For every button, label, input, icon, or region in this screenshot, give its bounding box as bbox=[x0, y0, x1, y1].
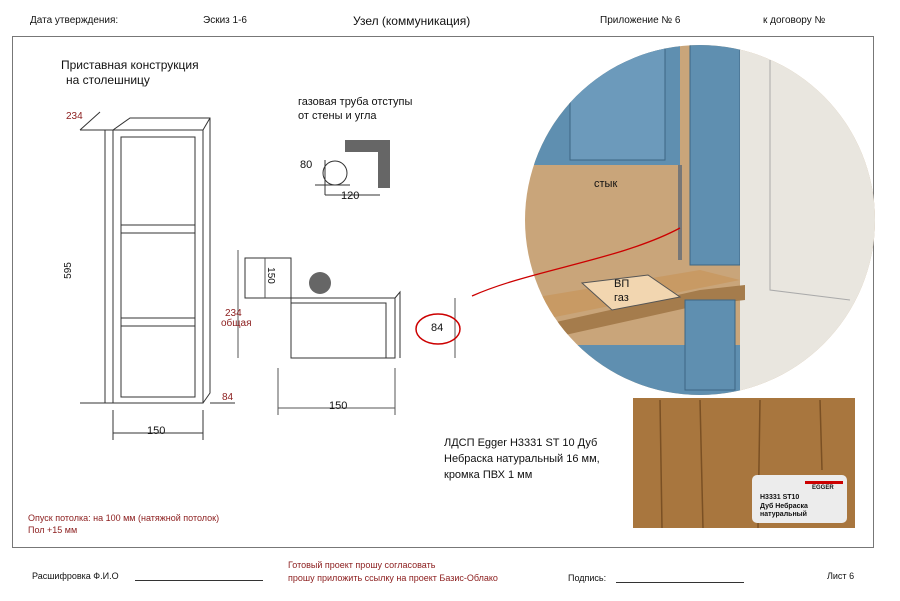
sample-name-2: натуральный bbox=[760, 511, 807, 518]
cabinet-front-view bbox=[79, 111, 235, 440]
signature-label: Подпись: bbox=[568, 573, 607, 583]
joint-label: стык bbox=[594, 178, 618, 190]
signature-field-line[interactable] bbox=[616, 582, 744, 583]
pipe-title-1: газовая труба отступы bbox=[298, 96, 413, 108]
hob-label-1: ВП bbox=[614, 278, 630, 290]
pipe-dim-120: 120 bbox=[341, 190, 360, 202]
sheet-label: Лист 6 bbox=[827, 571, 854, 581]
dim-84: 84 bbox=[222, 392, 234, 403]
floor-note: Пол +15 мм bbox=[28, 525, 78, 535]
callout-line bbox=[471, 227, 681, 297]
dim-234: 234 bbox=[66, 111, 83, 122]
drawing-frame bbox=[12, 36, 874, 548]
pipe-dim-80: 80 bbox=[300, 159, 313, 171]
name-label: Расшифровка Ф.И.О bbox=[32, 571, 119, 581]
name-field-line[interactable] bbox=[135, 580, 263, 581]
request-line-2: прошу приложить ссылку на проект Базис-О… bbox=[288, 573, 498, 583]
approval-date-label: Дата утверждения: bbox=[30, 15, 119, 26]
material-line-2: Небраска натуральный 16 мм, bbox=[444, 453, 600, 465]
sheet-label-text: Лист bbox=[827, 571, 847, 581]
sample-name-1: Дуб Небраска bbox=[760, 503, 808, 510]
kitchen-photo bbox=[525, 45, 875, 395]
dim-150: 150 bbox=[147, 425, 166, 437]
contract-label: к договору № bbox=[763, 15, 826, 26]
gas-pipe-circle bbox=[309, 272, 331, 294]
ceiling-note: Опуск потолка: на 100 мм (натяжной потол… bbox=[28, 513, 220, 523]
material-line-3: кромка ПВХ 1 мм bbox=[444, 469, 533, 481]
side-dim-150: 150 bbox=[264, 267, 276, 284]
sketch-label: Эскиз 1-6 bbox=[203, 15, 247, 26]
cabinet-title-1: Приставная конструкция bbox=[61, 58, 199, 72]
pipe-diagram bbox=[315, 140, 390, 196]
side-dim-84: 84 bbox=[431, 322, 444, 334]
side-dim-234: 234 bbox=[225, 308, 242, 319]
side-view bbox=[237, 250, 456, 415]
request-line-1: Готовый проект прошу согласовать bbox=[288, 560, 436, 570]
page-title: Узел (коммуникация) bbox=[353, 14, 471, 28]
appendix-label: Приложение № 6 bbox=[600, 15, 681, 26]
sample-code: H3331 ST10 bbox=[760, 494, 800, 501]
sample-brand-logo: EGGER bbox=[812, 485, 834, 491]
hob-label-2: газ bbox=[614, 292, 629, 304]
material-line-1: ЛДСП Egger H3331 ST 10 Дуб bbox=[444, 437, 598, 449]
sheet-number: 6 bbox=[849, 571, 855, 581]
pipe-title-2: от стены и угла bbox=[298, 110, 377, 122]
highlight-circle bbox=[415, 313, 461, 345]
cabinet-title-2: на столешницу bbox=[66, 73, 150, 87]
dim-595: 595 bbox=[62, 262, 74, 279]
side-dim-total-label: общая bbox=[221, 318, 252, 329]
side-dim-150-h: 150 bbox=[329, 400, 348, 412]
